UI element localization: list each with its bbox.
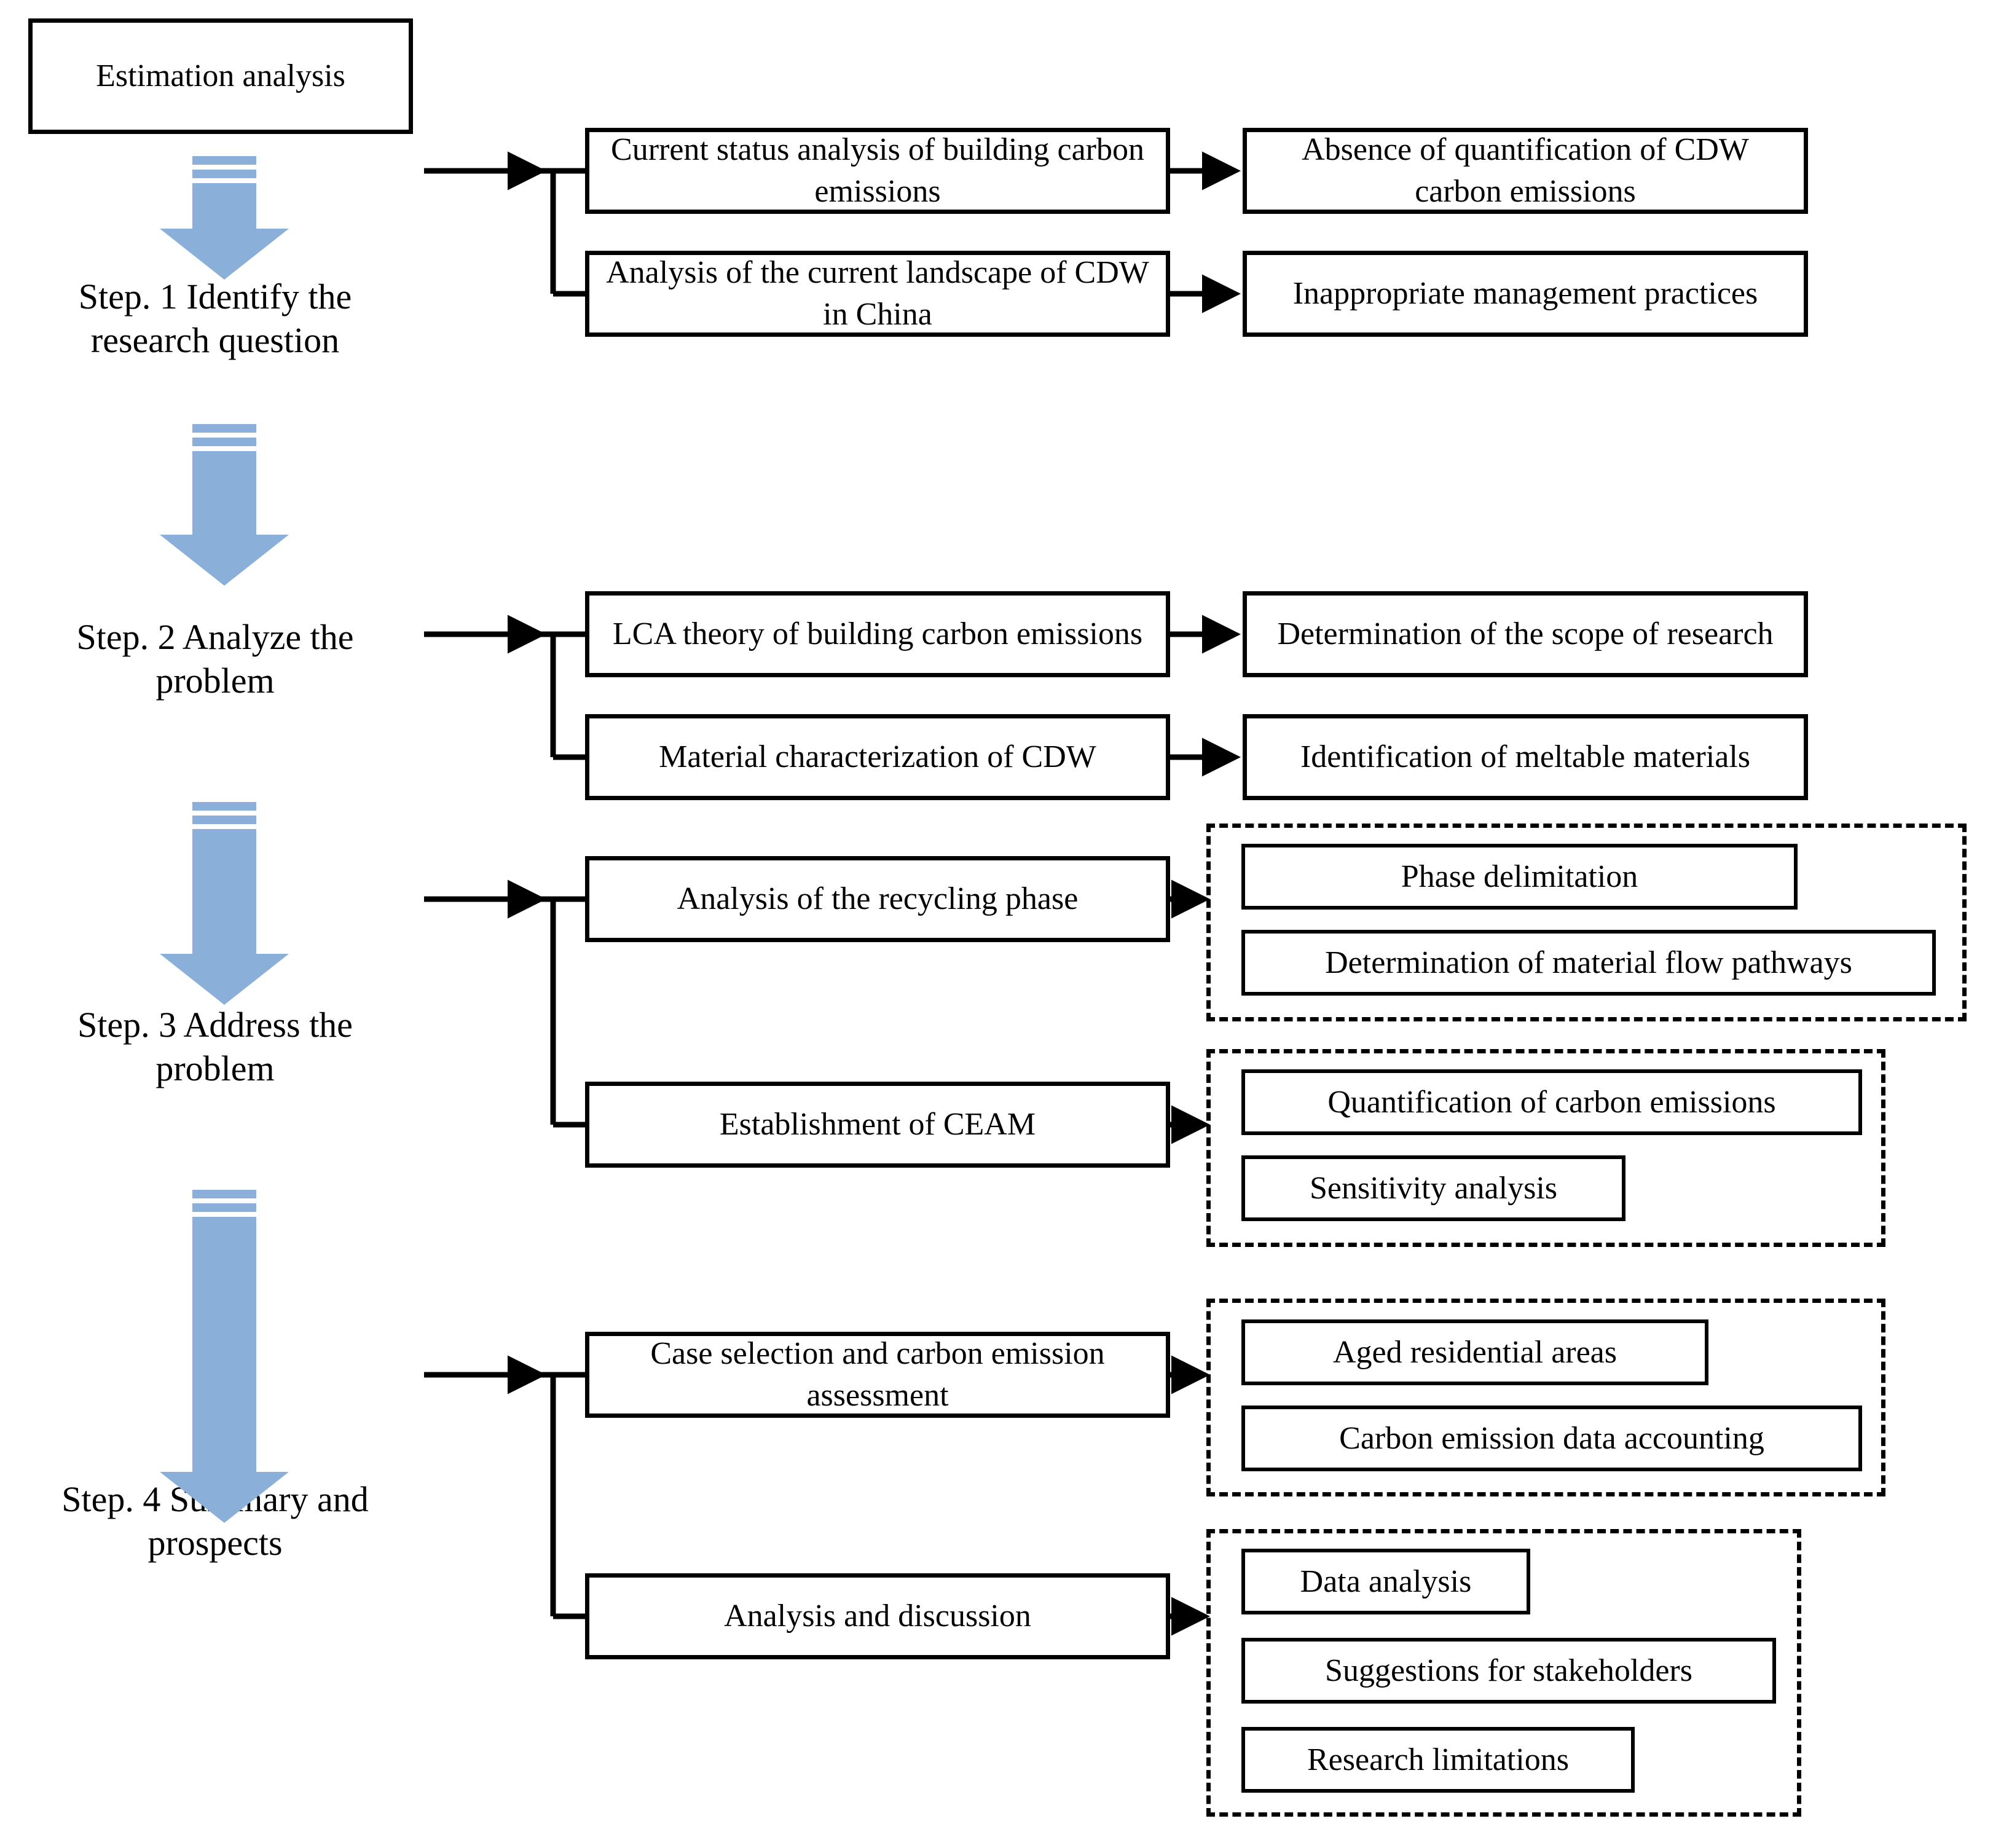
box-label: Absence of quantification of CDW carbon … <box>1302 132 1749 209</box>
arrow-to-step-1 <box>160 156 289 280</box>
box-label: Suggestions for stakeholders <box>1325 1653 1692 1688</box>
step-4-row-1-left-box: Case selection and carbon emission asses… <box>585 1332 1170 1418</box>
step-3-row-1-item-2: Determination of material flow pathways <box>1241 930 1936 996</box>
step-3-row-1-item-1: Phase delimitation <box>1241 844 1798 910</box>
step-2-row-2-left-box: Material characterization of CDW <box>585 714 1170 800</box>
step-4-row-2-item-1: Data analysis <box>1241 1549 1530 1614</box>
step-1-row-2-right-box: Inappropriate management practices <box>1243 251 1808 337</box>
step-3-label: Step. 3 Address the problem <box>77 1005 353 1088</box>
step-3-row-1-left-box: Analysis of the recycling phase <box>585 856 1170 942</box>
box-label: Quantification of carbon emissions <box>1327 1084 1776 1120</box>
step-1-row-1-right-box: Absence of quantification of CDW carbon … <box>1243 128 1808 214</box>
box-label: Case selection and carbon emission asses… <box>650 1336 1105 1413</box>
arrow-to-step-2 <box>160 424 289 586</box>
box-label: LCA theory of building carbon emissions <box>612 616 1143 652</box>
box-label: Identification of meltable materials <box>1300 739 1751 775</box>
box-label: Establishment of CEAM <box>719 1107 1036 1142</box>
step-3-row-2-item-1: Quantification of carbon emissions <box>1241 1069 1862 1135</box>
estimation-analysis-label: Estimation analysis <box>96 58 345 94</box>
step-4-row-2-left-box: Analysis and discussion <box>585 1573 1170 1659</box>
step-2-label: Step. 2 Analyze the problem <box>76 617 354 701</box>
box-label: Determination of material flow pathways <box>1325 945 1852 980</box>
step-2-row-1-left-box: LCA theory of building carbon emissions <box>585 591 1170 677</box>
step-4-label: Step. 4 Summary and prospects <box>61 1479 369 1563</box>
step-4-row-2-item-3: Research limitations <box>1241 1727 1635 1793</box>
box-label: Phase delimitation <box>1401 859 1638 894</box>
box-label: Analysis and discussion <box>724 1598 1031 1634</box>
box-label: Data analysis <box>1300 1563 1472 1599</box>
box-label: Current status analysis of building carb… <box>611 132 1144 209</box>
box-label: Research limitations <box>1307 1742 1569 1777</box>
box-label: Aged residential areas <box>1332 1334 1617 1370</box>
step-4-row-2-item-2: Suggestions for stakeholders <box>1241 1638 1776 1704</box>
box-label: Carbon emission data accounting <box>1339 1420 1764 1456</box>
step-3-row-2-item-2: Sensitivity analysis <box>1241 1155 1625 1221</box>
box-label: Analysis of the recycling phase <box>677 881 1079 917</box>
step-2-row-1-right-box: Determination of the scope of research <box>1243 591 1808 677</box>
step-4-row-1-item-1: Aged residential areas <box>1241 1319 1708 1385</box>
box-label: Sensitivity analysis <box>1310 1170 1557 1206</box>
step-2-row-2-right-box: Identification of meltable materials <box>1243 714 1808 800</box>
step-1-row-2-left-box: Analysis of the current landscape of CDW… <box>585 251 1170 337</box>
box-label: Determination of the scope of research <box>1277 616 1774 652</box>
box-label: Analysis of the current landscape of CDW… <box>606 255 1149 332</box>
step-3-row-2-left-box: Establishment of CEAM <box>585 1082 1170 1168</box>
step-1-label: Step. 1 Identify the research question <box>78 277 352 360</box>
arrow-to-step-3 <box>160 802 289 1005</box>
box-label: Inappropriate management practices <box>1292 276 1758 312</box>
box-label: Material characterization of CDW <box>659 739 1096 775</box>
estimation-analysis-box: Estimation analysis <box>28 18 413 134</box>
arrow-to-step-4 <box>160 1190 289 1523</box>
step-1-row-1-left-box: Current status analysis of building carb… <box>585 128 1170 214</box>
step-4-row-1-item-2: Carbon emission data accounting <box>1241 1406 1862 1471</box>
